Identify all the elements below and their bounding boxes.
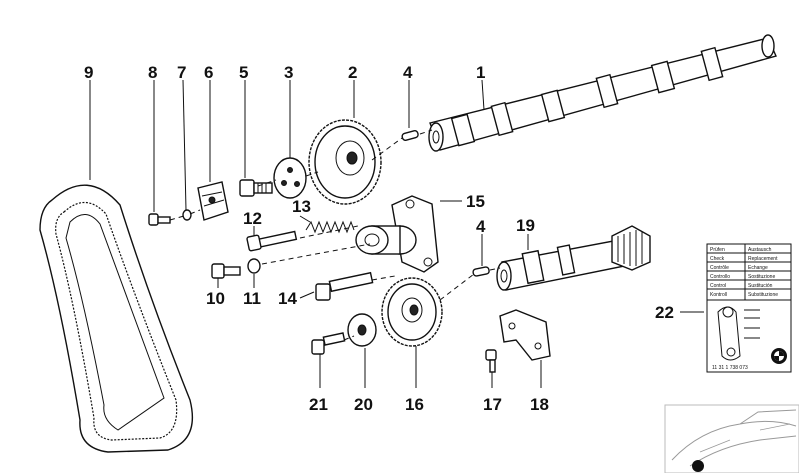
card-row-3-left: Contrôle	[710, 265, 729, 271]
card-row-3-right: Echange	[748, 265, 768, 271]
tensioner-roller	[355, 225, 417, 255]
callout-14: 14	[278, 289, 297, 308]
card-row-6-right: Substituzione	[748, 292, 778, 298]
vehicle-thumbnail	[664, 404, 799, 473]
card-row-2-left: Check	[710, 256, 725, 262]
bolt-21	[311, 332, 346, 355]
washer-11	[247, 258, 261, 274]
card-row-5-left: Control	[710, 283, 726, 289]
tension-spring	[305, 220, 355, 234]
callout-12: 12	[243, 209, 262, 228]
stud-pin	[246, 230, 298, 252]
dowel-pin-upper	[401, 130, 419, 141]
callout-20: 20	[354, 395, 373, 414]
small-screw	[148, 213, 171, 226]
camshaft-sprocket	[308, 119, 382, 205]
callout-7: 7	[177, 63, 186, 82]
hex-bolt	[239, 179, 273, 197]
camshaft	[428, 34, 777, 152]
callout-4-upper: 4	[403, 63, 413, 82]
card-row-6-left: Kontroll	[710, 292, 727, 298]
shoulder-bolt	[315, 271, 374, 301]
engine-marker	[692, 460, 704, 472]
callout-22: 22	[655, 303, 674, 322]
callout-3: 3	[284, 63, 293, 82]
card-row-1-right: Austausch	[748, 247, 772, 253]
washer	[182, 209, 192, 221]
callout-18: 18	[530, 395, 549, 414]
callout-2: 2	[348, 63, 357, 82]
dowel-pin-lower	[472, 266, 490, 277]
card-row-1-left: Prüfen	[710, 247, 725, 253]
bolt-10	[211, 263, 241, 279]
timing-belt	[39, 184, 194, 453]
callout-10: 10	[206, 289, 225, 308]
callout-1: 1	[476, 63, 485, 82]
drive-segment	[197, 181, 229, 221]
callout-15: 15	[466, 192, 485, 211]
callout-13: 13	[292, 197, 311, 216]
flange-disc	[347, 313, 377, 347]
card-row-2-right: Replacement	[748, 256, 778, 262]
plate-screw	[485, 349, 497, 373]
callout-11: 11	[243, 289, 261, 308]
callout-numbers: 1 2 3 4 4 5 6 7 8 9 10 11 12 13 14 15 16…	[84, 63, 674, 414]
callout-5: 5	[239, 63, 248, 82]
card-part-number: 11 31 1 738 073	[712, 365, 748, 371]
callout-8: 8	[148, 63, 157, 82]
card-row-4-right: Sostituzione	[748, 274, 775, 280]
inspection-card: Prüfen Austausch Check Replacement Contr…	[706, 243, 792, 373]
callout-9: 9	[84, 63, 93, 82]
callout-4-lower: 4	[476, 217, 486, 236]
sprocket-hub	[273, 157, 307, 199]
card-row-5-right: Sustitución	[748, 283, 773, 289]
callout-17: 17	[483, 395, 502, 414]
intermediate-shaft	[496, 225, 651, 291]
leader-lines	[89, 79, 704, 388]
callout-19: 19	[516, 216, 535, 235]
callout-6: 6	[204, 63, 213, 82]
bmw-logo	[771, 348, 787, 364]
callout-21: 21	[309, 395, 328, 414]
retaining-plate	[499, 309, 551, 361]
intermediate-sprocket	[381, 277, 443, 347]
callout-16: 16	[405, 395, 424, 414]
alignment-lines	[169, 129, 501, 341]
card-row-4-left: Controllo	[710, 274, 730, 280]
